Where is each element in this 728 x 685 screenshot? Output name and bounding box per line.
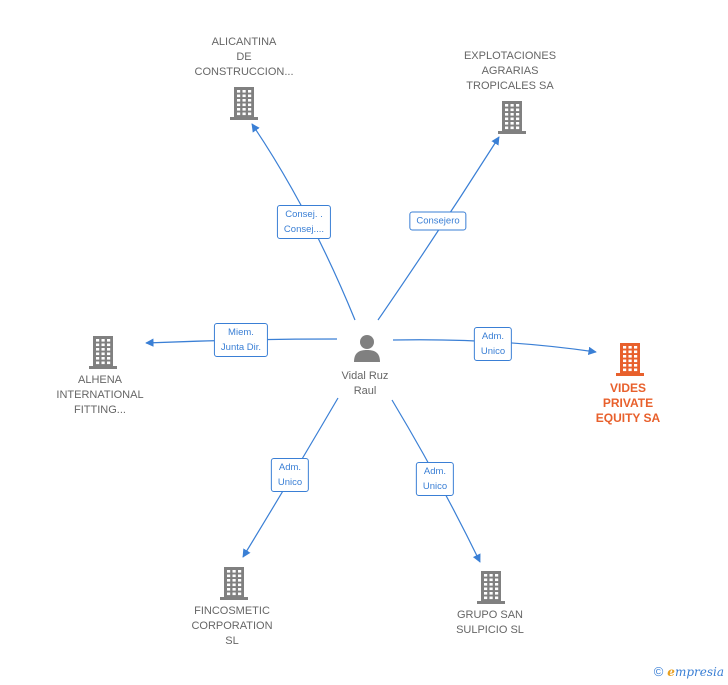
person-icon xyxy=(354,335,380,362)
building-icon xyxy=(89,336,117,369)
center-person-name[interactable]: Vidal Ruz Raul xyxy=(325,369,405,399)
company-label-line: PRIVATE xyxy=(602,396,654,410)
building-icon xyxy=(477,571,505,604)
company-node-vides[interactable] xyxy=(615,342,645,381)
company-node-alicantina[interactable] xyxy=(229,86,259,125)
company-label-line: FITTING... xyxy=(74,404,126,416)
relation-label-fincosmetic[interactable]: Adm. Unico xyxy=(270,458,310,492)
building-icon xyxy=(230,87,258,120)
company-label-line: GRUPO SAN xyxy=(456,609,523,621)
company-label-line: CONSTRUCCION... xyxy=(194,66,294,78)
relation-label-alicantina[interactable]: Consej. . Consej.... xyxy=(276,205,332,239)
company-label-line: ALICANTINA xyxy=(211,36,277,48)
company-label-line: VIDES xyxy=(609,381,646,395)
company-label-line: CORPORATION xyxy=(191,620,273,632)
company-label-line: SULPICIO SL xyxy=(456,624,524,636)
company-label-line: ALHENA xyxy=(77,374,123,386)
company-node-explotaciones[interactable] xyxy=(497,100,527,139)
relation-label-line: Consej.... xyxy=(283,224,325,235)
relation-label-line: Unico xyxy=(480,346,506,357)
relation-label-line: Consejero xyxy=(416,215,460,227)
company-label-alicantina[interactable]: ALICANTINA DE CONSTRUCCION... xyxy=(184,35,304,80)
empresia-brand[interactable]: ©empresia xyxy=(654,664,724,679)
relation-label-line: Adm. xyxy=(423,466,447,477)
building-icon xyxy=(498,101,526,134)
company-label-line: FINCOSMETIC xyxy=(194,605,270,617)
company-label-line: EQUITY SA xyxy=(595,411,661,425)
relation-label-gruposansulpicio[interactable]: Adm. Unico xyxy=(415,462,455,496)
company-node-gruposansulpicio[interactable] xyxy=(476,570,506,609)
relation-label-vides[interactable]: Adm. Unico xyxy=(473,327,513,361)
brand-initial: e xyxy=(667,665,675,679)
relation-label-line: Adm. xyxy=(278,462,302,473)
relation-label-alhena[interactable]: Miem. Junta Dir. xyxy=(213,323,269,357)
relation-label-line: Miem. xyxy=(228,327,254,338)
company-label-line: EXPLOTACIONES xyxy=(463,50,557,62)
company-node-alhena[interactable] xyxy=(88,335,118,374)
company-label-vides[interactable]: VIDES PRIVATE EQUITY SA xyxy=(578,381,678,426)
relation-label-line: Unico xyxy=(277,477,303,488)
brand-name: mpresia xyxy=(674,665,724,679)
company-label-line: TROPICALES SA xyxy=(466,80,554,92)
company-node-fincosmetic[interactable] xyxy=(219,566,249,605)
building-icon xyxy=(220,567,248,600)
relation-label-line: Consej. . xyxy=(285,209,323,220)
company-label-fincosmetic[interactable]: FINCOSMETIC CORPORATION SL xyxy=(172,604,292,649)
copyright-icon: © xyxy=(653,664,664,679)
company-label-gruposansulpicio[interactable]: GRUPO SAN SULPICIO SL xyxy=(430,608,550,638)
center-person[interactable] xyxy=(352,333,382,368)
company-label-line: DE xyxy=(236,51,252,63)
relation-label-line: Junta Dir. xyxy=(220,342,262,353)
center-name-line-1: Vidal Ruz xyxy=(341,370,389,382)
relation-label-line: Unico xyxy=(422,481,448,492)
relation-label-explotaciones[interactable]: Consejero xyxy=(409,211,467,231)
relation-label-line: Adm. xyxy=(481,331,505,342)
company-label-line: AGRARIAS xyxy=(481,65,539,77)
company-label-line: SL xyxy=(225,635,239,647)
center-name-line-2: Raul xyxy=(353,385,377,397)
company-label-line: INTERNATIONAL xyxy=(56,389,144,401)
company-label-alhena[interactable]: ALHENA INTERNATIONAL FITTING... xyxy=(40,373,160,418)
company-label-explotaciones[interactable]: EXPLOTACIONES AGRARIAS TROPICALES SA xyxy=(450,49,570,94)
building-icon xyxy=(616,343,644,376)
